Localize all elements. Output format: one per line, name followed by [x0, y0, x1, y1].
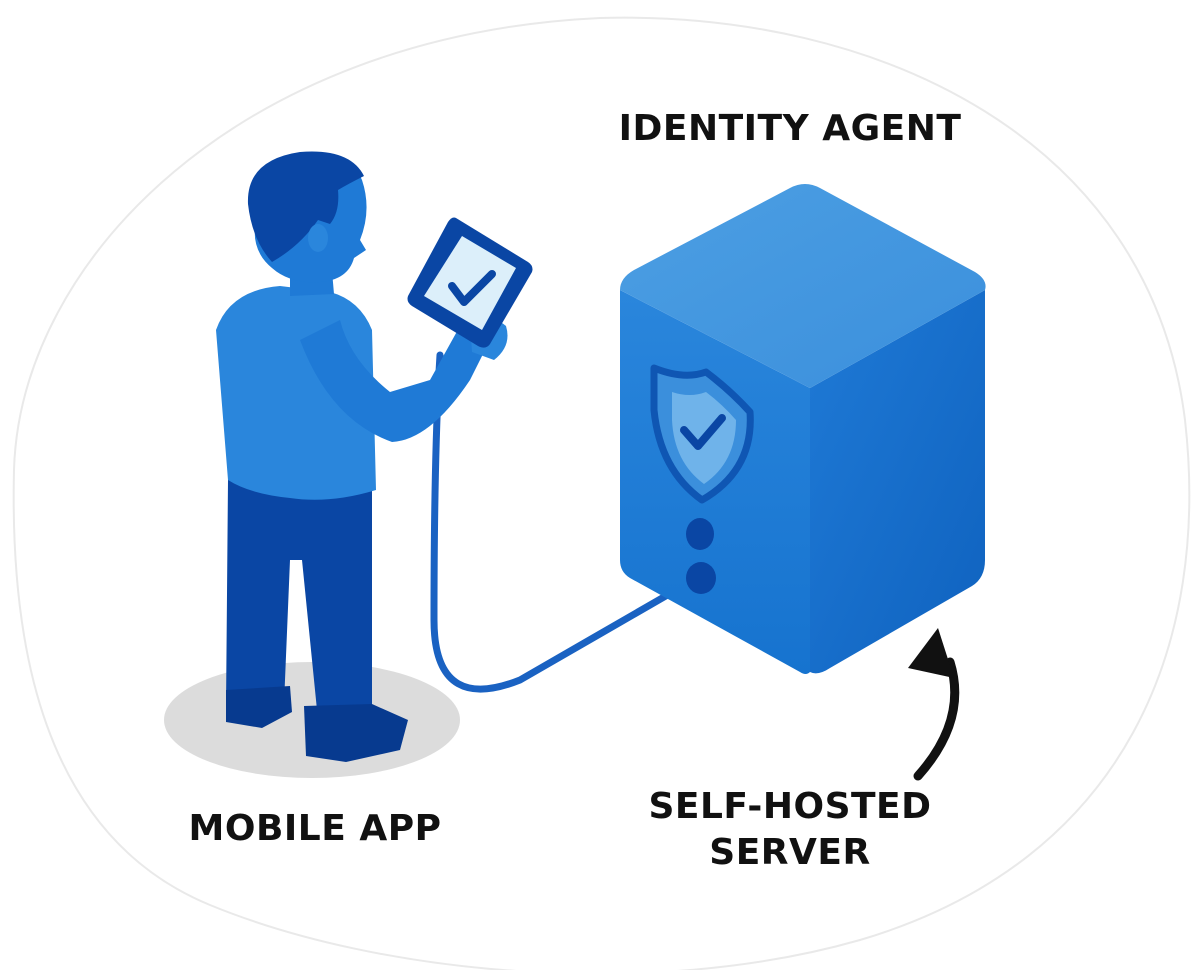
checkmark-icon — [448, 270, 496, 306]
person-icon — [216, 151, 508, 762]
identity-agent-label: IDENTITY AGENT — [618, 108, 962, 149]
self-hosted-label-line1: SELF-HOSTED — [648, 786, 932, 827]
shield-check-icon — [650, 364, 754, 504]
self-hosted-label-line2: SERVER — [709, 832, 871, 873]
phone-icon — [407, 217, 533, 348]
self-hosted-server-label: SELF-HOSTED SERVER — [640, 784, 940, 876]
server-indicator-top — [686, 518, 714, 550]
mobile-app-label: MOBILE APP — [188, 808, 442, 849]
curved-arrow-icon — [908, 628, 960, 781]
server-port — [686, 562, 716, 594]
